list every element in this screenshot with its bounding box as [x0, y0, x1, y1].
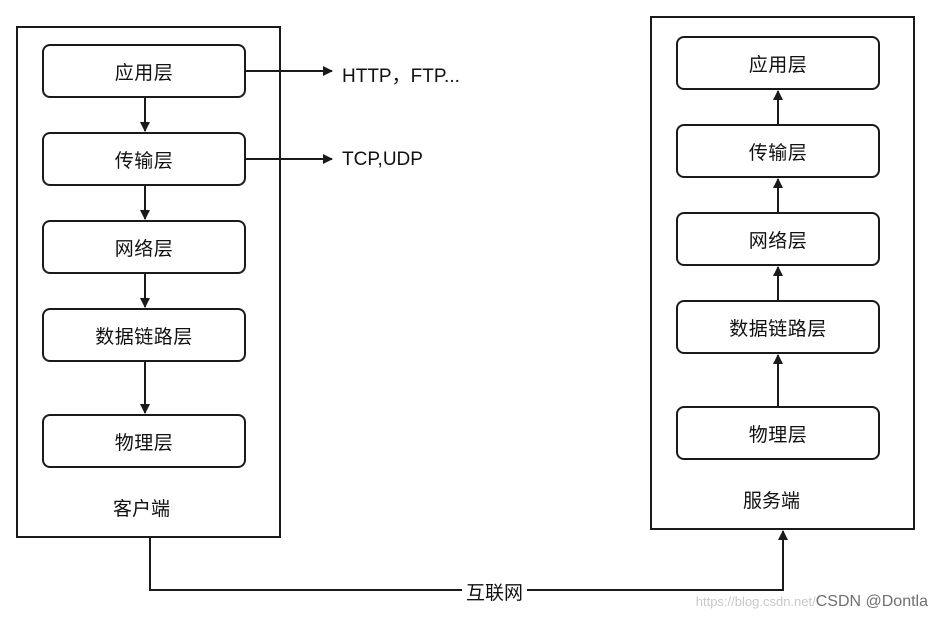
server-network-layer: 网络层: [676, 212, 880, 266]
client-caption: 客户端: [113, 498, 171, 520]
watermark-url: https://blog.csdn.net/: [695, 594, 816, 609]
server-datalink-layer: 数据链路层: [676, 300, 880, 354]
internet-label: 互联网: [462, 578, 528, 605]
client-physical-layer: 物理层: [42, 414, 246, 468]
watermark-brand: CSDN @Dontla: [815, 593, 928, 610]
client-datalink-layer: 数据链路层: [42, 308, 246, 362]
watermark: https://blog.csdn.net/CSDN @Dontla: [696, 593, 928, 611]
client-transport-layer: 传输层: [42, 132, 246, 186]
application-protocols-label: HTTP，FTP...: [342, 66, 460, 87]
server-physical-layer: 物理层: [676, 406, 880, 460]
client-network-layer: 网络层: [42, 220, 246, 274]
server-application-layer: 应用层: [676, 36, 880, 90]
client-application-layer: 应用层: [42, 44, 246, 98]
server-transport-layer: 传输层: [676, 124, 880, 178]
server-caption: 服务端: [743, 490, 801, 512]
transport-protocols-label: TCP,UDP: [342, 149, 423, 170]
